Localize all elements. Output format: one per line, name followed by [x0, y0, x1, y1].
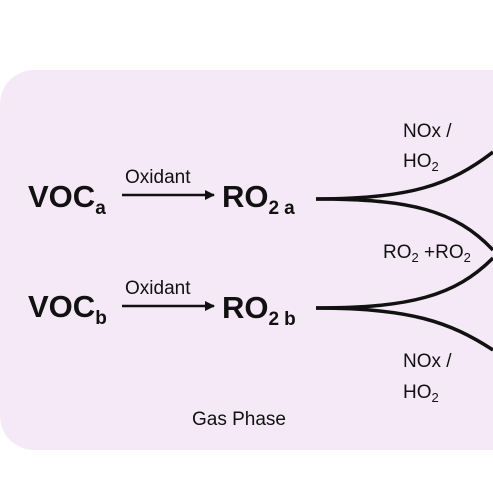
oxidant-label-b: Oxidant	[125, 278, 191, 299]
branch-curve-a-down	[315, 197, 493, 252]
gas-phase-panel	[0, 70, 493, 450]
ro2-b-suffix: b	[284, 309, 296, 330]
top-reagent-line2: HO2	[403, 152, 439, 173]
top-reagent-subscript: 2	[431, 159, 439, 174]
top-reagent-main: HO	[403, 151, 432, 172]
middle-reagent-join: +	[418, 242, 436, 263]
voc-b-main: VOC	[28, 289, 96, 324]
bottom-reagent-subscript: 2	[431, 390, 439, 405]
top-reagent-line1: NOx /	[403, 121, 452, 142]
voc-a-label: VOCa	[28, 181, 106, 218]
branch-curve-b-up	[315, 256, 493, 310]
oxidant-label-a: Oxidant	[125, 167, 191, 188]
bottom-reagent-line2: HO2	[403, 383, 439, 404]
branch-curve-b-down	[315, 306, 493, 352]
middle-reagent-label: RO2 +RO2	[383, 243, 471, 264]
middle-reagent-a-subscript: 2	[411, 250, 419, 265]
middle-reagent-b-subscript: 2	[463, 250, 471, 265]
voc-b-label: VOCb	[28, 291, 107, 328]
middle-reagent-a-main: RO	[383, 242, 412, 263]
voc-a-main: VOC	[28, 179, 96, 214]
voc-b-subscript: b	[95, 308, 107, 329]
bottom-reagent-line1: NOx /	[403, 351, 452, 372]
ro2-a-main: RO	[222, 179, 269, 214]
voc-a-subscript: a	[95, 198, 106, 219]
ro2-b-main: RO	[222, 290, 269, 325]
ro2-a-suffix: a	[284, 198, 295, 219]
middle-reagent-b-main: RO	[435, 242, 464, 263]
ro2-b-subscript: 2	[268, 309, 280, 330]
ro2-a-subscript: 2	[268, 198, 280, 219]
bottom-reagent-main: HO	[403, 382, 432, 403]
region-label: Gas Phase	[192, 409, 286, 430]
